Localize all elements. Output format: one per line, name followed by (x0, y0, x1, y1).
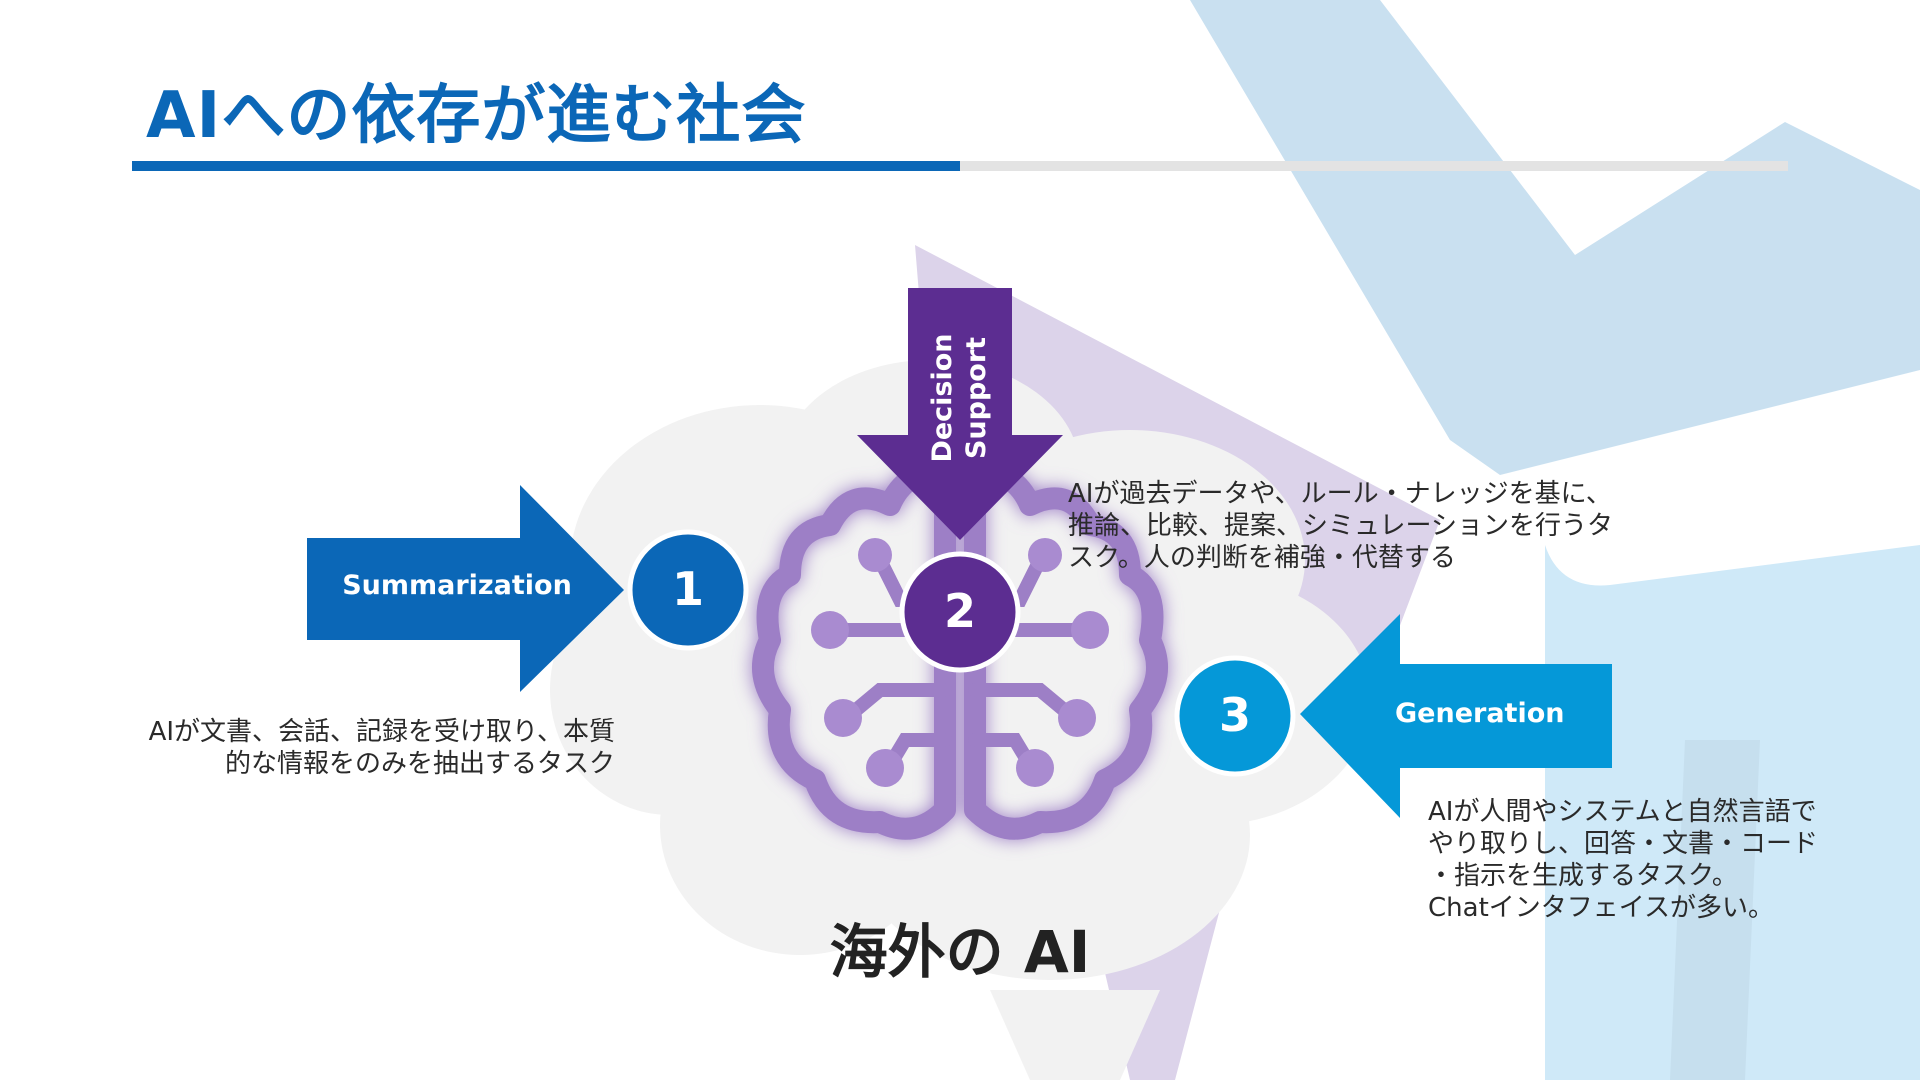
number-1: 1 (671, 562, 704, 616)
bg-stripe-bottom (1670, 740, 1760, 1080)
center-label: 海外の AI (829, 918, 1091, 986)
generation-desc-line3: ・指示を生成するタスク。 (1428, 861, 1738, 891)
decision-support-description: AIが過去データや、ルール・ナレッジを基に、 推論、比較、提案、シミュレーション… (1068, 478, 1668, 574)
number-3: 3 (1218, 688, 1251, 742)
decision-support-label-line2: Support (961, 336, 992, 460)
title-underline (960, 161, 1788, 171)
summarization-description: AIが文書、会話、記録を受け取り、本質 的な情報をのみを抽出するタスク (100, 716, 615, 780)
slide-title: AIへの依存が進む社会 (146, 79, 807, 153)
brain-circuit-icon (752, 459, 1168, 840)
number-circle-1 (627, 529, 749, 651)
decision-support-label-line1: Decision (927, 333, 958, 463)
generation-arrow (1300, 614, 1612, 818)
title-underline-accent (132, 161, 960, 171)
generation-desc-line4: Chatインタフェイスが多い。 (1428, 893, 1774, 923)
number-circle-2 (899, 551, 1021, 673)
generation-description: AIが人間やシステムと自然言語で やり取りし、回答・文書・コード ・指示を生成す… (1428, 796, 1888, 924)
decision-support-arrow (857, 288, 1063, 540)
summarization-arrow (307, 485, 624, 692)
number-2: 2 (943, 584, 976, 638)
summarization-desc-line1: AIが文書、会話、記録を受け取り、本質 (148, 717, 615, 747)
summarization-desc-line2: 的な情報をのみを抽出するタスク (224, 749, 615, 779)
number-circle-3 (1174, 655, 1296, 777)
generation-label: Generation (1395, 698, 1565, 729)
bg-chevron-top (1190, 0, 1920, 475)
generation-desc-line2: やり取りし、回答・文書・コード (1428, 829, 1819, 859)
brain-circuit-nodes (811, 538, 1109, 787)
decision-desc-line3: スク。人の判断を補強・代替する (1068, 543, 1456, 573)
generation-desc-line1: AIが人間やシステムと自然言語で (1428, 797, 1817, 827)
decision-desc-line1: AIが過去データや、ルール・ナレッジを基に、 (1068, 479, 1612, 509)
summarization-label: Summarization (342, 570, 572, 601)
decision-desc-line2: 推論、比較、提案、シミュレーションを行うタ (1068, 511, 1613, 541)
